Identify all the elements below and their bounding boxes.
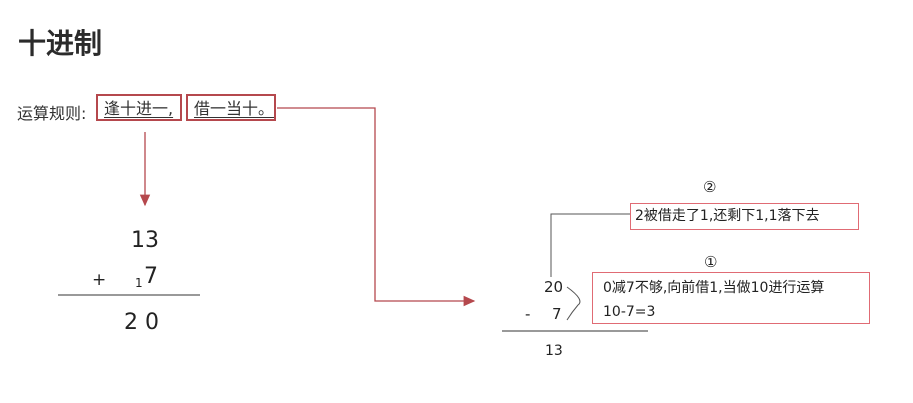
note2-box: 2被借走了1,还剩下1,1落下去 <box>630 203 859 230</box>
addition-operator: + <box>92 270 107 290</box>
note1-line1-highlight: 借1,当做10 <box>695 280 769 296</box>
note2-marker: ② <box>703 178 717 196</box>
borrow-rule-text: 借一当十。 <box>194 99 275 118</box>
note1-box: 0减7不够,向前借1,当做10进行运算 10-7=3 <box>592 272 870 324</box>
subtraction-operator: - <box>525 305 531 323</box>
subtraction-bottom: 7 <box>552 305 562 323</box>
note1-line2: 10-7=3 <box>603 304 656 320</box>
addition-top: 13 <box>131 228 159 253</box>
note2-connector <box>550 213 630 277</box>
subtraction-result: 13 <box>545 343 563 359</box>
note1-line1: 0减7不够,向前借1,当做10进行运算 <box>603 276 859 300</box>
addition-carry-mark: 1 <box>135 276 143 290</box>
note1-line1-pre: 0减7不够,向前 <box>603 280 696 296</box>
subtraction-brace <box>566 286 581 321</box>
carry-rule-box: 逢十进一, <box>96 94 182 121</box>
note1-line1-post: 进行运算 <box>768 280 825 296</box>
carry-rule-text: 逢十进一, <box>104 99 174 118</box>
page-title: 十进制 <box>18 27 103 60</box>
addition-result: 2 0 <box>124 310 159 335</box>
borrow-arrow <box>277 107 476 307</box>
note2-text: 2被借走了1,还剩下1,1落下去 <box>635 208 820 224</box>
subtraction-top: 20 <box>544 278 564 296</box>
rule-label: 运算规则: <box>17 104 87 123</box>
addition-bottom: 7 <box>144 264 158 289</box>
borrow-rule-box: 借一当十。 <box>186 94 276 121</box>
note1-marker: ① <box>704 253 718 271</box>
